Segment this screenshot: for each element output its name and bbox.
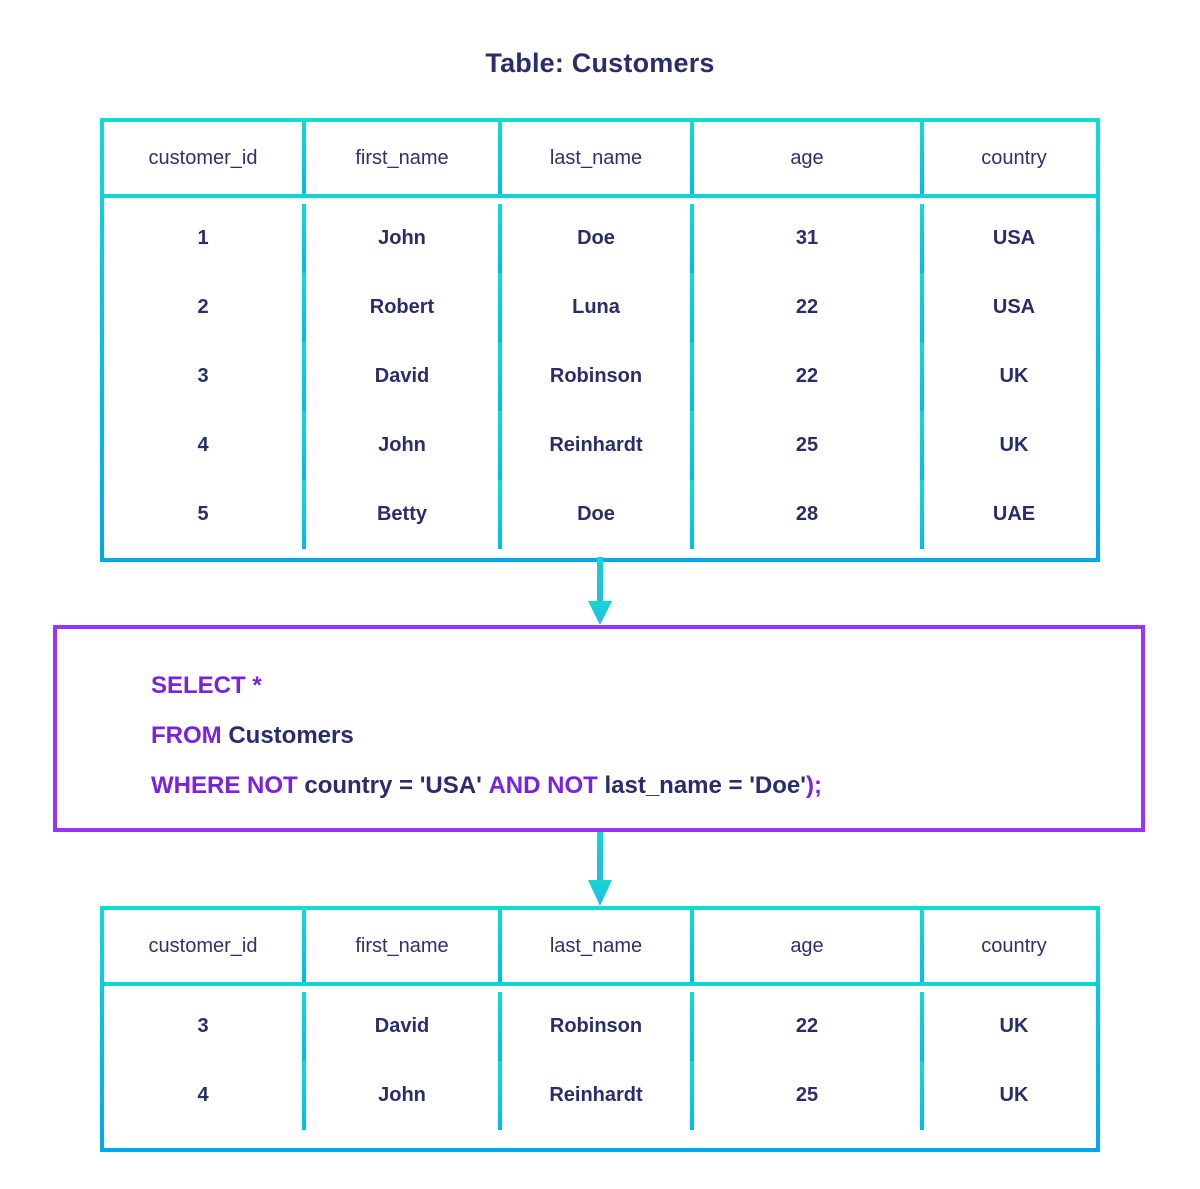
column-header-last-name: last_name [502,910,694,982]
cell-age: 31 [694,204,924,273]
cell-last-name: Reinhardt [502,411,694,480]
cell-first-name: Robert [306,273,502,342]
cell-customer-id: 2 [104,273,306,342]
cell-country: UAE [992,503,1036,525]
cell-customer-id: 5 [104,480,306,549]
sql-query-text: SELECT * FROM Customers WHERE NOT countr… [151,661,822,811]
table-row: 3 David Robinson 22 UK [104,992,1096,1061]
column-header-age: age [694,910,924,982]
sql-keyword-where-not: WHERE NOT [151,772,298,799]
cell-last-name: Doe [502,204,694,273]
cell-country: USA [992,296,1036,318]
column-header-country: country [981,146,1047,169]
table-row: 2 Robert Luna 22 USA [104,273,1096,342]
sql-condition-last-name: last_name = 'Doe' [604,772,806,799]
table-header-row: customer_id first_name last_name age cou… [104,122,1096,198]
cell-last-name: Luna [502,273,694,342]
sql-condition-country: country = 'USA' [304,772,482,799]
column-header-last-name: last_name [502,122,694,194]
table-body: 3 David Robinson 22 UK 4 John Reinhardt … [104,986,1096,1148]
table-row: 3 David Robinson 22 UK [104,342,1096,411]
cell-customer-id: 4 [104,411,306,480]
cell-country: USA [992,227,1036,249]
arrow-query-to-result [588,832,612,906]
table-row: 4 John Reinhardt 25 UK [104,1061,1096,1130]
cell-country: UK [999,365,1029,387]
sql-keyword-and-not: AND NOT [488,772,598,799]
column-header-first-name: first_name [306,910,502,982]
table-row: 1 John Doe 31 USA [104,204,1096,273]
sql-line-select: SELECT * [151,661,822,711]
cell-customer-id: 4 [104,1061,306,1130]
column-header-age: age [694,122,924,194]
cell-customer-id: 3 [104,992,306,1061]
table-row: 5 Betty Doe 28 UAE [104,480,1096,549]
cell-age: 22 [694,992,924,1061]
cell-customer-id: 1 [104,204,306,273]
cell-country: UK [999,1084,1029,1106]
page-title: Table: Customers [485,48,715,78]
cell-age: 25 [694,411,924,480]
column-header-country: country [981,934,1047,957]
sql-table-name: Customers [228,722,354,749]
cell-age: 25 [694,1061,924,1130]
cell-age: 22 [694,273,924,342]
sql-line-from: FROM Customers [151,711,822,761]
cell-country: UK [999,434,1029,456]
cell-last-name: Doe [502,480,694,549]
result-table: customer_id first_name last_name age cou… [100,906,1100,1152]
column-header-customer-id: customer_id [104,122,306,194]
cell-first-name: John [306,1061,502,1130]
cell-last-name: Reinhardt [502,1061,694,1130]
sql-keyword-from: FROM [151,722,222,749]
cell-customer-id: 3 [104,342,306,411]
cell-country: UK [999,1015,1029,1037]
cell-first-name: John [306,204,502,273]
cell-first-name: David [306,992,502,1061]
table-body: 1 John Doe 31 USA 2 Robert Luna 22 USA 3… [104,198,1096,558]
cell-first-name: David [306,342,502,411]
cell-last-name: Robinson [502,992,694,1061]
sql-keyword-select: SELECT * [151,672,262,699]
table-header-row: customer_id first_name last_name age cou… [104,910,1096,986]
sql-line-where: WHERE NOT country = 'USA' AND NOT last_n… [151,761,822,811]
cell-age: 22 [694,342,924,411]
sql-terminator: ); [805,772,822,799]
column-header-first-name: first_name [306,122,502,194]
cell-last-name: Robinson [502,342,694,411]
table-row: 4 John Reinhardt 25 UK [104,411,1096,480]
arrow-table-to-query [588,557,612,625]
column-header-customer-id: customer_id [104,910,306,982]
cell-age: 28 [694,480,924,549]
cell-first-name: John [306,411,502,480]
sql-query-box: SELECT * FROM Customers WHERE NOT countr… [53,625,1145,832]
source-table: customer_id first_name last_name age cou… [100,118,1100,562]
cell-first-name: Betty [306,480,502,549]
